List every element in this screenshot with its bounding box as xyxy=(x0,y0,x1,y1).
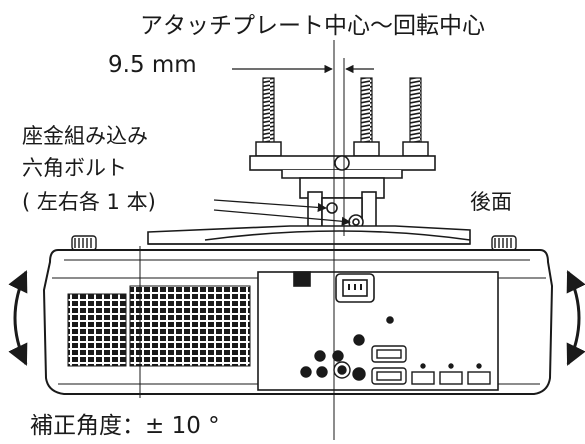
ceiling-bracket xyxy=(249,155,436,231)
mount-center-title: アタッチプレート中心〜回転中心 xyxy=(140,13,485,39)
rotation-arrows xyxy=(8,270,585,366)
bolt-label-line2: 六角ボルト xyxy=(22,156,127,180)
rear-side-label: 後面 xyxy=(470,190,512,214)
bolt-label-line3: ( 左右各 1 本) xyxy=(22,190,156,214)
bolt-leader-arrows xyxy=(213,199,351,226)
correction-angle-label: 補正角度：± 10 ° xyxy=(30,413,220,439)
air-vent xyxy=(67,285,251,367)
center-lines xyxy=(139,40,345,440)
offset-value-label: 9.5 mm xyxy=(108,52,197,78)
bolt-label-line1: 座金組み込み xyxy=(22,124,148,148)
attach-plate xyxy=(147,225,471,245)
threaded-rods xyxy=(255,77,429,157)
connectors xyxy=(300,334,491,385)
